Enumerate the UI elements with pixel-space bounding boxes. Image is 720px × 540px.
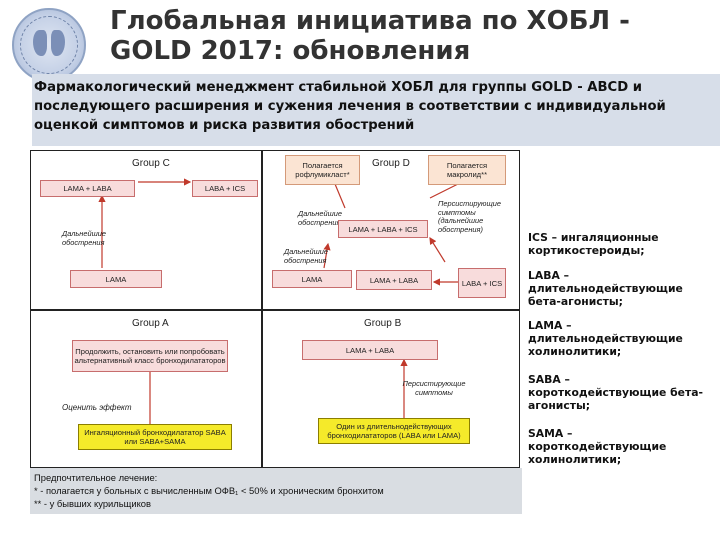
lung-right-icon (51, 30, 65, 56)
group-b-label: Group B (364, 318, 402, 329)
gold-logo-ring (20, 16, 78, 74)
group-d-persistent-symptoms: Персистирующие симптомы (дальнейшие обос… (438, 199, 501, 234)
arrow-d-lama-up (323, 242, 331, 269)
group-d-further-exac-2: Дальнейшие обострения (284, 247, 328, 265)
group-b-long-acting-box: Один из длительнодействующих бронходилат… (318, 418, 470, 444)
legend-saba: SABA – короткодействующие бета-агонисты; (528, 373, 703, 412)
footnote-line-2: * - полагается у больных с вычисленным О… (34, 485, 384, 496)
group-d-lama-laba-box: LAMA + LABA (356, 270, 432, 290)
group-c-lama-box: LAMA (70, 270, 162, 288)
legend-laba: LABA – длительнодействующие бета-агонист… (528, 269, 683, 308)
group-b-lama-laba-box: LAMA + LABA (302, 340, 438, 360)
lung-left-icon (33, 30, 47, 56)
group-d-roflumilast-box: Полагается рофлумикласт* (285, 155, 360, 185)
footnote-line-1: Предпочтительное лечение: (34, 472, 158, 483)
group-c-label: Group C (132, 158, 170, 169)
group-d-lama-laba-ics-box: LAMA + LABA + ICS (338, 220, 428, 238)
subtitle-box: Фармакологический менеджмент стабильной … (32, 74, 720, 146)
legend-lama: LAMA – длительнодействующие холинолитики… (528, 319, 683, 358)
group-c-laba-ics-box: LABA + ICS (192, 180, 258, 197)
legend-ics: ICS – ингаляционные кортикостероиды; (528, 231, 659, 257)
group-d-further-exac: Дальнейшие обострения (298, 209, 342, 227)
group-b-persistent-symptoms: Персистирующие симптомы (402, 379, 466, 397)
legend-sama: SAMA – короткодействующие холинолитики; (528, 427, 667, 466)
group-a-bronchodilator-box: Ингаляционный бронходилататор SABA или S… (78, 424, 232, 450)
group-a-evaluate: Оценить эффект (62, 403, 132, 412)
group-d-label: Group D (372, 158, 410, 169)
group-a-continue-box: Продолжить, остановить или попробовать а… (72, 340, 228, 372)
subtitle-text: Фармакологический менеджмент стабильной … (34, 80, 666, 133)
footnote-line-3: ** - у бывших курильщиков (34, 498, 152, 509)
title-line-2: GOLD 2017: обновления (110, 36, 471, 66)
group-c-lama-laba-box: LAMA + LABA (40, 180, 135, 197)
group-d-macrolide-box: Полагается макролид** (428, 155, 506, 185)
page-title: Глобальная инициатива по ХОБЛ - GOLD 201… (110, 6, 710, 66)
group-d-lama-box: LAMA (272, 270, 352, 288)
group-c-further-exac: Дальнейшие обострения (62, 229, 106, 247)
group-a-label: Group A (132, 318, 169, 329)
title-line-1: Глобальная инициатива по ХОБЛ - (110, 6, 630, 36)
footnote-box: Предпочтительное лечение: * - полагается… (30, 468, 522, 514)
group-d-laba-ics-box: LABA + ICS (458, 268, 506, 298)
arrow-d-lamalaba-up (429, 236, 446, 263)
